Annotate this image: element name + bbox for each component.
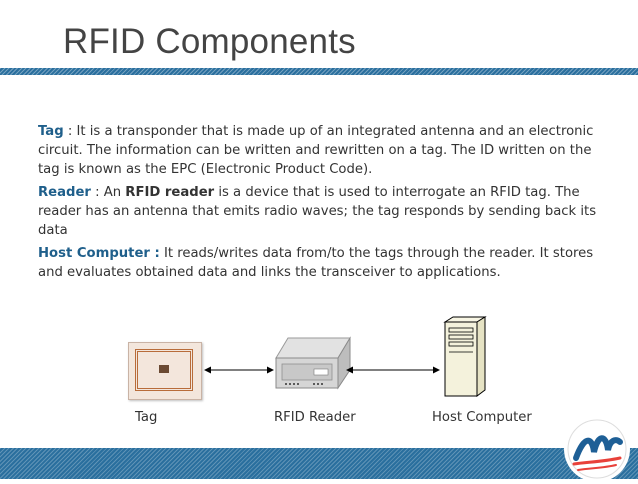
tag-chip <box>159 365 169 373</box>
slide-body: Tag : It is a transponder that is made u… <box>38 122 606 286</box>
company-logo-icon <box>566 418 628 480</box>
text-reader-post: is a device that is used to interrogate … <box>38 185 597 238</box>
text-host: It reads/writes data from/to the tags th… <box>38 246 594 280</box>
rfid-reader-icon <box>275 336 351 390</box>
footer-band <box>0 448 638 479</box>
term-reader: Reader <box>38 185 91 200</box>
paragraph-host: Host Computer : It reads/writes data fro… <box>38 244 606 282</box>
paragraph-reader: Reader : An RFID reader is a device that… <box>38 183 606 240</box>
label-rfid-reader: RFID Reader <box>274 410 356 425</box>
text-reader-bold: RFID reader <box>125 185 215 200</box>
title-divider-band <box>0 68 638 75</box>
host-computer-icon <box>443 316 487 397</box>
text-reader-pre: : An <box>90 185 126 200</box>
label-host-computer: Host Computer <box>432 410 532 425</box>
tag-antenna-coil <box>135 349 193 391</box>
text-tag: : It is a transponder that is made up of… <box>38 124 594 177</box>
term-tag: Tag <box>38 124 64 139</box>
rfid-tag-icon <box>128 342 202 400</box>
label-tag: Tag <box>135 410 158 425</box>
term-host: Host Computer : <box>38 246 160 261</box>
arrow-tag-reader <box>204 366 274 374</box>
arrow-reader-host <box>346 366 440 374</box>
slide-title: RFID Components <box>63 22 356 61</box>
paragraph-tag: Tag : It is a transponder that is made u… <box>38 122 606 179</box>
